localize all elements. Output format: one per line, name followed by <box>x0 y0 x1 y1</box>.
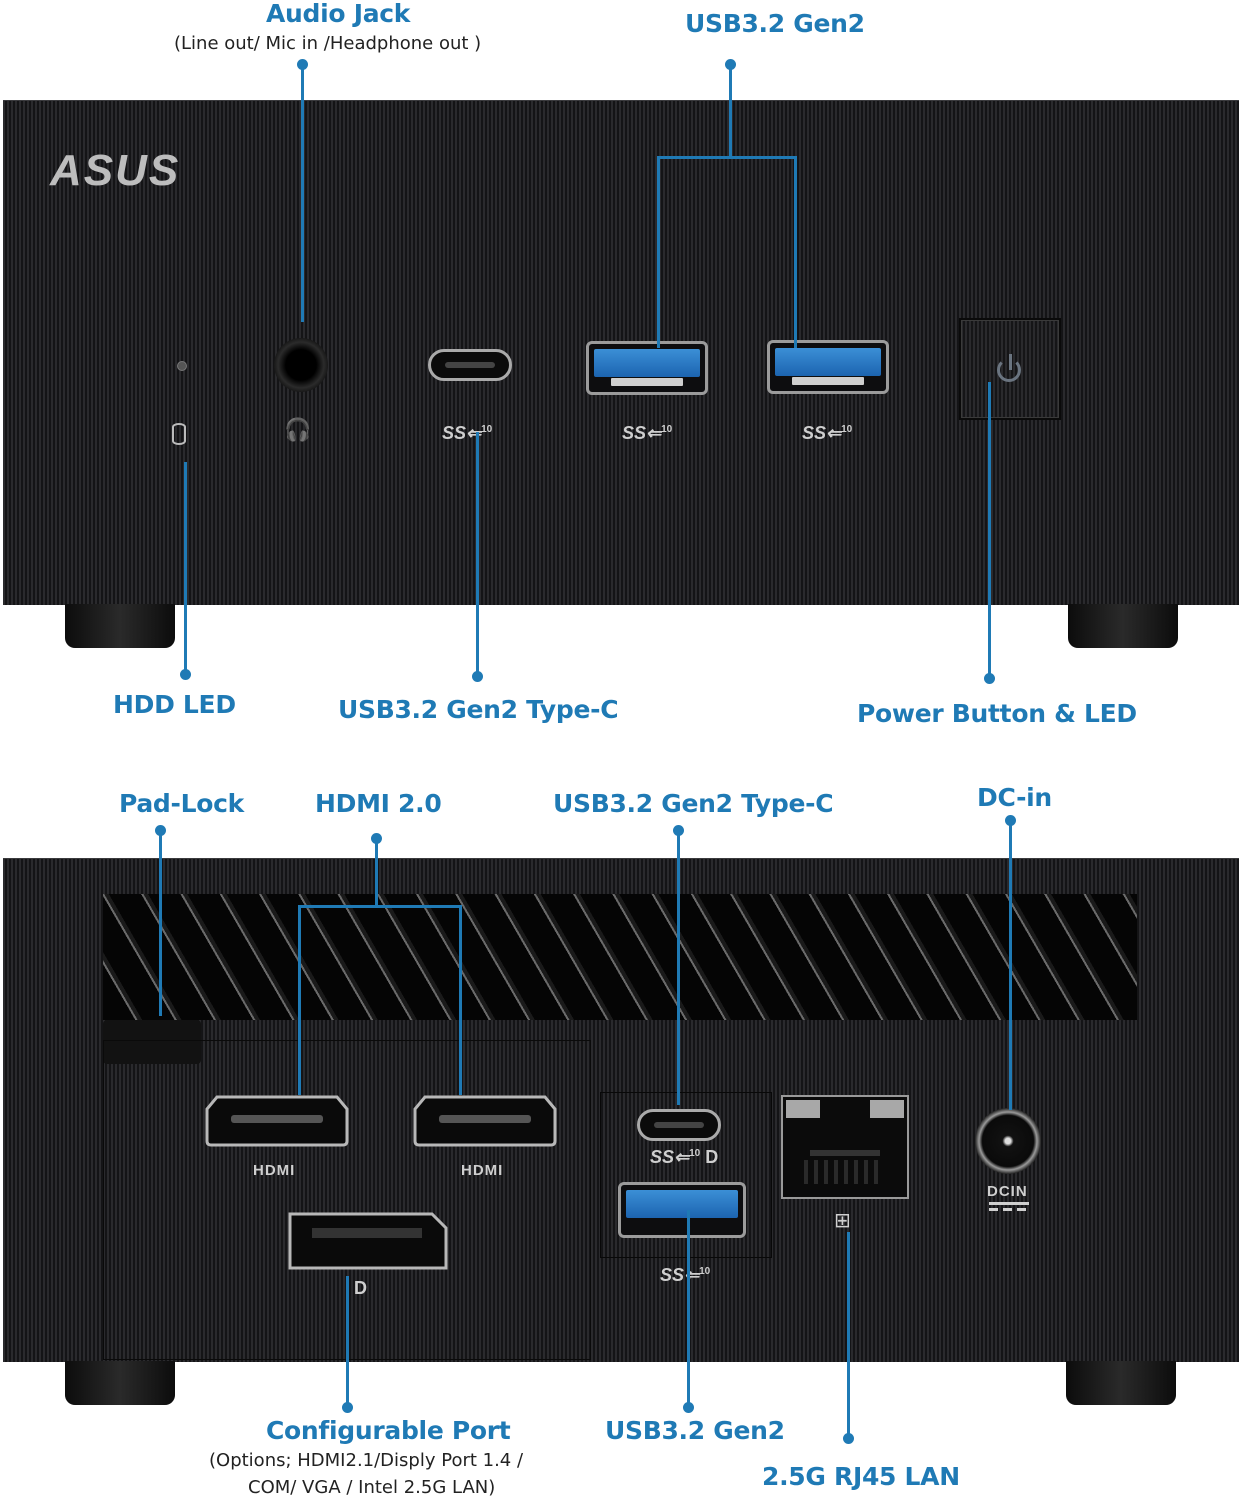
asus-logo: ASUS <box>50 146 181 195</box>
callout-configurable-port-subtitle-1: (Options; HDMI2.1/Disply Port 1.4 / <box>209 1450 524 1471</box>
callout-audio-jack-title: Audio Jack <box>266 0 411 28</box>
power-icon <box>997 358 1021 382</box>
hdmi-port-2 <box>413 1095 557 1147</box>
dc-in-port <box>975 1108 1041 1174</box>
displayport-icon: D <box>354 1278 368 1298</box>
callout-configurable-port-subtitle-2: COM/ VGA / Intel 2.5G LAN) <box>248 1477 496 1498</box>
callout-dot <box>843 1433 854 1444</box>
io-plate-middle <box>600 1092 772 1258</box>
callout-line <box>159 830 162 1016</box>
callout-usb-typec-title: USB3.2 Gen2 Type-C <box>338 695 619 724</box>
callout-line <box>657 156 797 159</box>
callout-rear-usb-gen2-title: USB3.2 Gen2 <box>605 1416 785 1445</box>
rear-usb-a-port <box>618 1182 746 1238</box>
network-icon: ⊞ <box>834 1208 851 1232</box>
callout-line <box>657 156 660 348</box>
callout-dot <box>984 673 995 684</box>
callout-line <box>346 1276 349 1406</box>
callout-line <box>298 905 462 908</box>
callout-hdmi-title: HDMI 2.0 <box>315 789 442 818</box>
callout-usb-gen2-title: USB3.2 Gen2 <box>685 9 865 38</box>
callout-line <box>687 1210 690 1406</box>
callout-line <box>1009 820 1012 1110</box>
dc-symbol <box>989 1208 1029 1211</box>
rear-usb-c-ss-mark: SS⇐10 D <box>650 1147 719 1167</box>
callout-line <box>184 462 187 672</box>
front-usb-a-port-2 <box>767 340 889 394</box>
callout-dot <box>180 669 191 680</box>
callout-line <box>375 838 378 908</box>
front-usb-c-port <box>428 349 512 381</box>
dc-symbol <box>989 1202 1029 1205</box>
front-usb-a-port-1 <box>586 341 708 395</box>
callout-line <box>729 64 732 159</box>
callout-line <box>298 905 301 1095</box>
callout-line <box>301 64 304 322</box>
rear-foot-left <box>65 1361 175 1405</box>
callout-dot <box>472 671 483 682</box>
hdd-led-indicator <box>177 361 187 371</box>
callout-dot <box>342 1402 353 1413</box>
hdd-icon <box>172 423 186 445</box>
callout-line <box>794 156 797 348</box>
dcin-label: DCIN <box>987 1183 1028 1200</box>
hdmi-port-1 <box>205 1095 349 1147</box>
hdmi-2-label: HDMI <box>461 1162 504 1179</box>
callout-dot <box>683 1402 694 1413</box>
callout-rear-usb-typec-title: USB3.2 Gen2 Type-C <box>553 789 834 818</box>
pad-lock-tab <box>103 1020 201 1064</box>
front-usb-a-2-ss-mark: SS⇐10 <box>802 423 853 443</box>
front-foot-left <box>65 604 175 648</box>
rear-usb-c-port <box>637 1109 721 1141</box>
displayport-port <box>288 1212 448 1270</box>
rear-vent <box>103 894 1137 1020</box>
callout-line <box>677 830 680 1105</box>
callout-line <box>847 1232 850 1438</box>
front-usb-a-1-ss-mark: SS⇐10 <box>622 423 673 443</box>
power-button <box>959 318 1061 420</box>
hdmi-1-label: HDMI <box>253 1162 296 1179</box>
callout-pad-lock-title: Pad-Lock <box>119 789 244 818</box>
headset-icon: 🎧 <box>284 418 312 443</box>
callout-lan-title: 2.5G RJ45 LAN <box>762 1462 960 1491</box>
callout-line <box>476 432 479 676</box>
callout-configurable-port-title: Configurable Port <box>266 1416 511 1445</box>
front-usb-c-ss-mark: SS⇐10 <box>442 423 493 443</box>
callout-hdd-led-title: HDD LED <box>113 690 236 719</box>
callout-dc-in-title: DC-in <box>977 783 1052 812</box>
callout-line <box>459 905 462 1095</box>
rear-usb-a-ss-mark: SS⇐10 <box>660 1265 711 1285</box>
rear-foot-right <box>1066 1361 1176 1405</box>
callout-power-button-title: Power Button & LED <box>857 699 1137 728</box>
rj45-lan-port <box>781 1095 909 1199</box>
callout-audio-jack-subtitle: (Line out/ Mic in /Headphone out ) <box>174 33 482 54</box>
callout-line <box>988 382 991 678</box>
audio-jack-port <box>274 338 328 392</box>
front-foot-right <box>1068 604 1178 648</box>
